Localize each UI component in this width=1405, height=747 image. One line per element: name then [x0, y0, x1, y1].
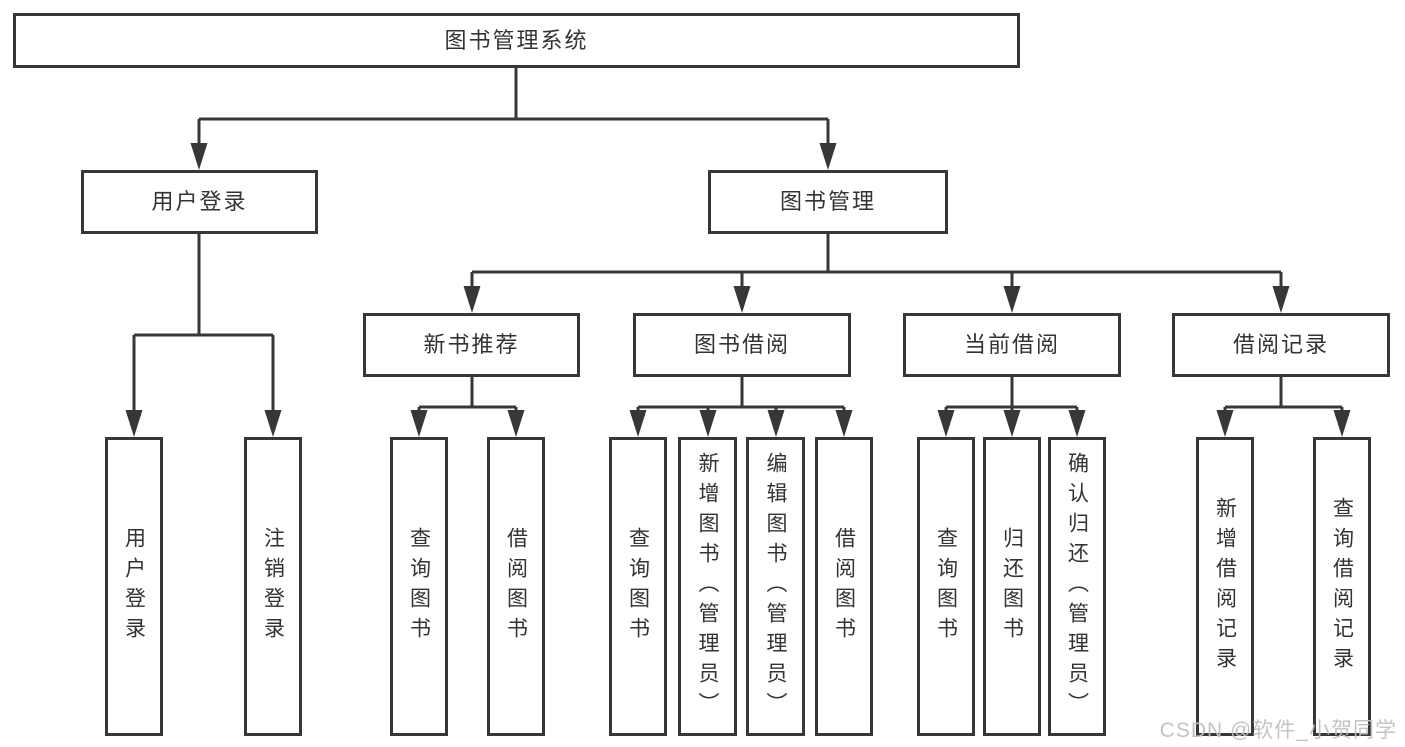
node-borrowing-records: 借阅记录	[1172, 313, 1390, 377]
node-book-borrowing: 图书借阅	[633, 313, 851, 377]
leaf-confirm-return-admin: 确认归还（管理员）	[1048, 437, 1106, 736]
leaf-edit-book-admin: 编辑图书（管理员）	[746, 437, 805, 736]
leaf-query-books-borrowing: 查询图书	[609, 437, 667, 736]
leaf-add-borrow-record: 新增借阅记录	[1196, 437, 1254, 736]
node-library-management-system: 图书管理系统	[13, 13, 1020, 68]
arrowheads	[125, 143, 1351, 437]
node-current-borrowing: 当前借阅	[903, 313, 1121, 377]
node-book-management: 图书管理	[708, 170, 948, 234]
leaf-query-books-current: 查询图书	[917, 437, 975, 736]
leaf-borrow-books-borrowing: 借阅图书	[815, 437, 873, 736]
leaf-add-book-admin: 新增图书（管理员）	[678, 437, 737, 736]
node-new-book-recommend: 新书推荐	[363, 313, 580, 377]
leaf-logout: 注销登录	[244, 437, 302, 736]
watermark: CSDN @软件_小贺同学	[1159, 719, 1397, 742]
node-user-login: 用户登录	[81, 170, 318, 234]
leaf-borrow-books-recommend: 借阅图书	[487, 437, 545, 736]
leaf-query-borrow-record: 查询借阅记录	[1313, 437, 1371, 736]
leaf-query-books-recommend: 查询图书	[390, 437, 448, 736]
leaf-return-book: 归还图书	[983, 437, 1041, 736]
leaf-user-login: 用户登录	[105, 437, 163, 736]
